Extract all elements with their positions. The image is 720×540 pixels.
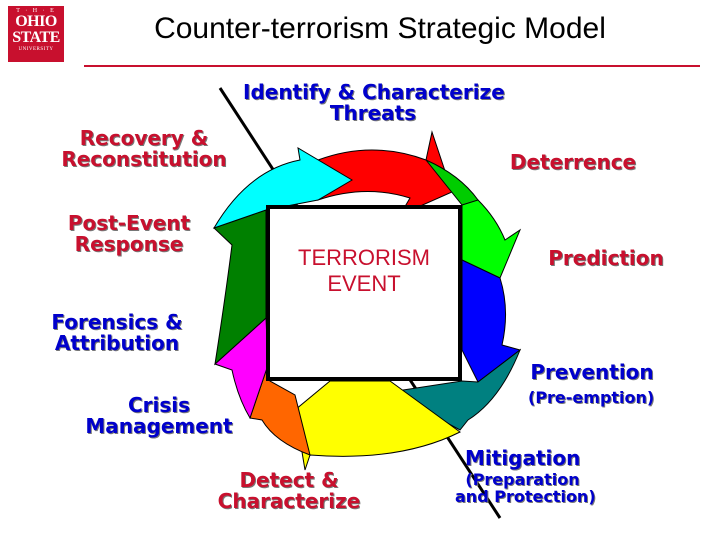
page-title: Counter-terrorism Strategic Model — [154, 12, 606, 45]
label-identify-line2: Threats — [329, 101, 417, 125]
title-divider — [84, 65, 700, 67]
label-crisis-management: Crisis Management — [84, 395, 234, 437]
label-forensics-line1: Forensics & — [51, 310, 183, 334]
logo-line-the: T · H · E — [16, 8, 56, 14]
segment-dark-green-lower — [213, 209, 267, 366]
segment-green — [461, 199, 522, 279]
label-mitigation-sub: (Preparation and Protection) — [455, 470, 596, 506]
label-crisis-line1: Crisis — [127, 393, 191, 417]
label-post-event-line1: Post-Event — [67, 211, 191, 235]
label-mitigation-sub-line2: and Protection) — [455, 486, 596, 506]
label-crisis-line2: Management — [85, 414, 233, 438]
event-label-line1: TERRORISM — [298, 244, 430, 270]
segment-magenta — [214, 316, 269, 420]
label-forensics-attribution: Forensics & Attribution — [47, 312, 187, 354]
label-recovery-line1: Recovery & — [79, 126, 209, 150]
label-detect-characterize: Detect & Characterize — [215, 470, 363, 512]
terrorism-event-box: TERRORISM EVENT — [266, 205, 462, 381]
logo-line-state: STATE — [12, 29, 60, 46]
label-post-event-line2: Response — [74, 232, 184, 256]
label-identify-line1: Identify & Characterize — [243, 80, 505, 104]
label-prediction: Prediction — [548, 246, 664, 270]
label-identify-characterize-threats: Identify & Characterize Threats — [243, 80, 505, 125]
label-mitigation-sub-line1: (Preparation — [465, 470, 580, 489]
label-prevention: Prevention — [530, 360, 654, 384]
label-detect-line1: Detect & — [239, 468, 339, 492]
label-forensics-line2: Attribution — [54, 331, 180, 355]
logo-line-university: UNIVERSITY — [18, 47, 54, 52]
ohio-state-logo: T · H · E OHIO STATE UNIVERSITY — [8, 6, 64, 62]
segment-yellow — [294, 380, 461, 471]
label-preemption: (Pre-emption) — [528, 388, 655, 407]
label-mitigation: Mitigation — [465, 446, 581, 470]
label-recovery-line2: Reconstitution — [61, 147, 227, 171]
segment-cyan — [212, 147, 353, 229]
label-post-event-response: Post-Event Response — [64, 213, 194, 255]
label-recovery-reconstitution: Recovery & Reconstitution — [58, 128, 230, 170]
label-detect-line2: Characterize — [217, 489, 361, 513]
label-deterrence: Deterrence — [509, 150, 637, 174]
event-label-line2: EVENT — [327, 271, 401, 296]
logo-line-ohio: OHIO — [15, 13, 57, 30]
